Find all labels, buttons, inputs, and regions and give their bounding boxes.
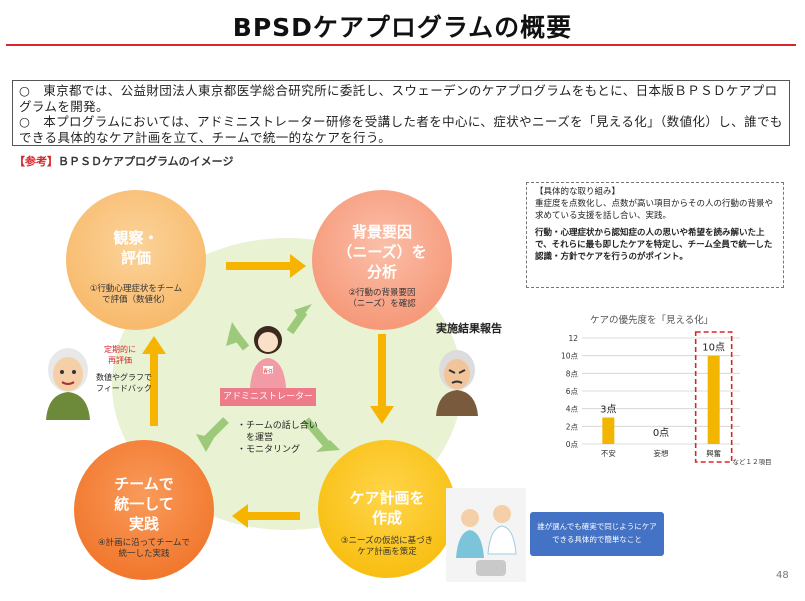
concrete-heading: 【具体的な取り組み】 bbox=[535, 187, 621, 197]
summary-line-2: ○ 本プログラムにおいては、アドミニストレーター研修を受講した者を中心に、症状や… bbox=[19, 114, 783, 145]
arrow-observe-to-background bbox=[226, 254, 306, 278]
chart-ytick-label: 4点 bbox=[566, 405, 579, 414]
chart-category-label: 不安 bbox=[601, 448, 616, 458]
chart-ytick-label: 6点 bbox=[566, 387, 579, 396]
summary-line-1: ○ 東京都では、公益財団法人東京都医学総合研究所に委託し、スウェーデンのケアプロ… bbox=[19, 83, 778, 114]
care-staff-photo-icon bbox=[446, 488, 526, 582]
chart-value-label: 10点 bbox=[702, 342, 725, 354]
node-team-practice: チームで 統一して 実践 ④計画に沿ってチームで 統一した実践 bbox=[74, 440, 214, 580]
chart-ytick-label: 0点 bbox=[566, 440, 579, 449]
elderly-person-right-icon bbox=[436, 350, 478, 416]
chart-category-label: 興奮 bbox=[706, 448, 721, 458]
chart-bar bbox=[602, 417, 615, 444]
administrator-figure-icon: 責任 bbox=[250, 326, 286, 388]
reevaluate-note: 定期的に 再評価 bbox=[104, 345, 136, 365]
node-practice-label: チームで 統一して 実践 bbox=[114, 475, 174, 533]
arrow-plan-to-practice bbox=[232, 504, 300, 528]
arrow-practice-to-observe bbox=[142, 336, 166, 426]
node-plan-sub: ③ニーズの仮説に基づき ケア計画を策定 bbox=[340, 536, 434, 557]
node-plan-label: ケア計画を 作成 bbox=[349, 489, 425, 527]
node-background-sub: ②行動の背景要因 （ニーズ）を確認 bbox=[348, 288, 416, 309]
summary-box: ○ 東京都では、公益財団法人東京都医学総合研究所に委託し、スウェーデンのケアプロ… bbox=[12, 80, 790, 146]
administrator-badge: 責任 bbox=[263, 368, 273, 375]
report-label: 実施結果報告 bbox=[436, 322, 502, 335]
reference-title: ＢＰＳＤケアプログラムのイメージ bbox=[58, 155, 234, 168]
chart-ytick-label: 2点 bbox=[566, 422, 579, 431]
reference-prefix: 【参考】 bbox=[14, 155, 58, 168]
reference-heading: 【参考】ＢＰＳＤケアプログラムのイメージ bbox=[14, 153, 233, 169]
concrete-paragraph-2: 行動・心理症状から認知症の人の思いや希望を読み解いた上で、それらに最も即したケア… bbox=[535, 228, 773, 262]
title-underline bbox=[6, 44, 796, 46]
arrow-background-to-plan bbox=[370, 334, 394, 424]
node-observe-sub: ①行動心理症状をチーム で評価（数値化） bbox=[89, 284, 183, 305]
feedback-note: 数値やグラフで フィードバック bbox=[96, 373, 152, 393]
concrete-paragraph-1: 重症度を点数化し、点数が高い項目からその人の行動の背景や求めている支援を話し合い… bbox=[535, 199, 774, 221]
administrator-label: アドミニストレーター bbox=[220, 388, 316, 406]
chart-value-label: 3点 bbox=[600, 404, 616, 416]
concrete-initiatives-box: 【具体的な取り組み】 重症度を点数化し、点数が高い項目からその人の行動の背景や求… bbox=[526, 182, 784, 288]
node-background-label: 背景要因 （ニーズ）を 分析 bbox=[337, 223, 427, 281]
simple-care-bubble: 誰が選んでも確実で同じようにケアできる具体的で簡単なこと bbox=[530, 512, 664, 556]
node-observe-label: 観察・ 評価 bbox=[113, 229, 159, 267]
node-practice-sub: ④計画に沿ってチームで 統一した実践 bbox=[98, 538, 190, 559]
chart-category-label: 妄想 bbox=[654, 448, 669, 458]
node-observe-evaluate: 観察・ 評価 ①行動心理症状をチーム で評価（数値化） bbox=[66, 190, 206, 330]
chart-bar bbox=[707, 355, 720, 444]
page-title: BPSDケアプログラムの概要 bbox=[232, 13, 573, 42]
elderly-person-left-icon bbox=[46, 348, 90, 420]
chart-title: ケアの優先度を「見える化」 bbox=[590, 315, 714, 326]
chart-extra-label: など１２項目 bbox=[733, 458, 772, 466]
chart-ytick-label: 12 bbox=[568, 334, 578, 343]
chart-value-label: 0点 bbox=[653, 427, 669, 439]
chart-ytick-label: 8点 bbox=[566, 369, 579, 378]
chart-ytick-label: 10点 bbox=[561, 352, 579, 361]
administrator-tasks: ・チームの話し合い を運営 ・モニタリング bbox=[237, 421, 318, 455]
page-number: 48 bbox=[776, 570, 789, 581]
node-background-analysis: 背景要因 （ニーズ）を 分析 ②行動の背景要因 （ニーズ）を確認 bbox=[312, 190, 452, 330]
node-care-plan: ケア計画を 作成 ③ニーズの仮説に基づき ケア計画を策定 bbox=[318, 440, 456, 578]
